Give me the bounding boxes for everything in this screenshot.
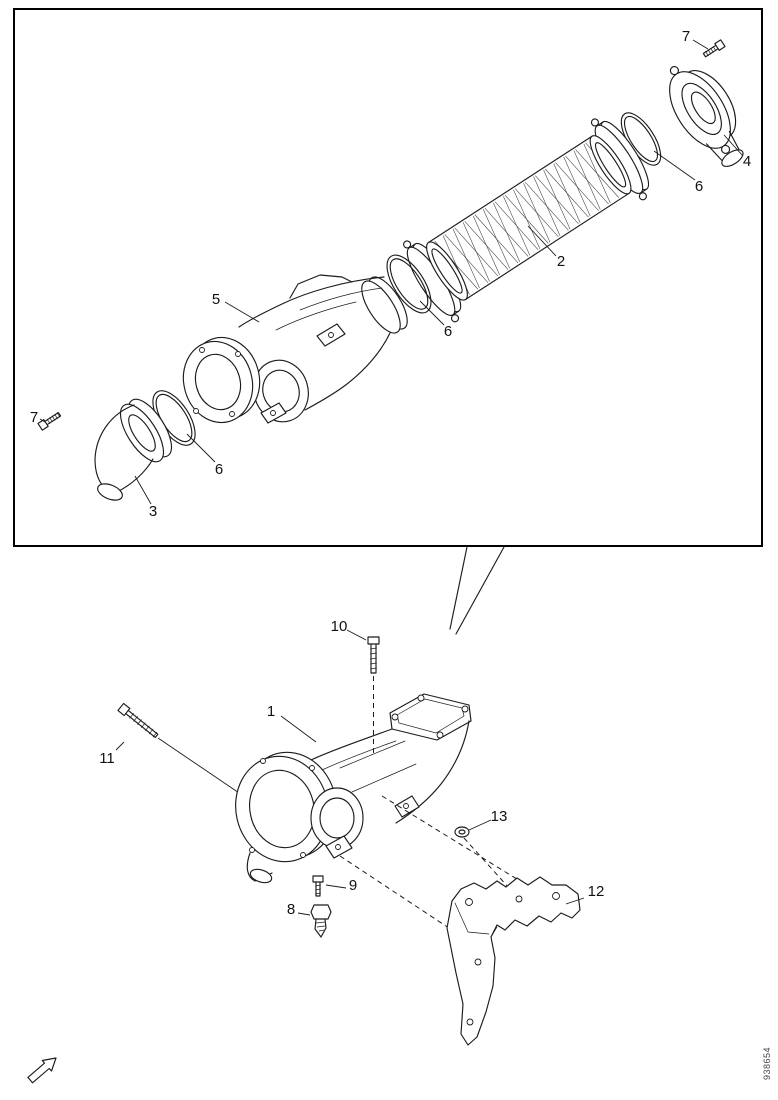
bolt-11-alignment-line — [157, 737, 249, 800]
bolt-11 — [117, 702, 159, 739]
sensor-8 — [310, 904, 332, 938]
inset-pointer-wedge — [449, 546, 505, 635]
part-manifold-assembly — [235, 693, 472, 884]
inset-exploded-view: 7 4 6 2 5 6 7 6 3 — [13, 8, 763, 547]
part-housing — [182, 274, 408, 424]
callout-8: 8 — [287, 901, 295, 918]
callout-6-left: 6 — [215, 461, 223, 478]
callout-10: 10 — [331, 618, 348, 635]
callout-5: 5 — [212, 291, 220, 308]
callout-7-left: 7 — [30, 409, 38, 426]
callout-2: 2 — [557, 253, 565, 270]
bolt-left — [37, 412, 62, 431]
part-end-cap — [669, 66, 744, 167]
callout-9: 9 — [349, 877, 357, 894]
washer-13 — [454, 826, 470, 838]
part-end-cover — [94, 398, 173, 501]
main-leader-lines — [115, 629, 585, 916]
part-cooler-core — [403, 118, 650, 323]
bolt-10 — [367, 636, 380, 674]
callout-1: 1 — [267, 703, 275, 720]
callout-3: 3 — [149, 503, 157, 520]
seal-ring-middle — [386, 254, 432, 314]
bracket-alignment-lines — [339, 795, 547, 937]
callout-6-middle: 6 — [444, 323, 452, 340]
direction-arrow-icon — [27, 1057, 57, 1084]
callout-4: 4 — [743, 153, 751, 170]
callout-13: 13 — [491, 808, 508, 825]
inset-leader-lines — [39, 39, 744, 505]
figure-number: 938654 — [762, 1047, 772, 1080]
bolt-9 — [312, 875, 324, 897]
main-assembled-view: 10 1 11 13 9 8 12 — [99, 618, 605, 1046]
inset-border — [13, 8, 763, 547]
bolt-top — [702, 39, 726, 58]
callout-11: 11 — [99, 750, 115, 767]
callout-6-right: 6 — [695, 178, 703, 195]
callout-7-top: 7 — [682, 28, 690, 45]
part-bracket — [446, 876, 581, 1046]
callout-12: 12 — [588, 883, 605, 900]
